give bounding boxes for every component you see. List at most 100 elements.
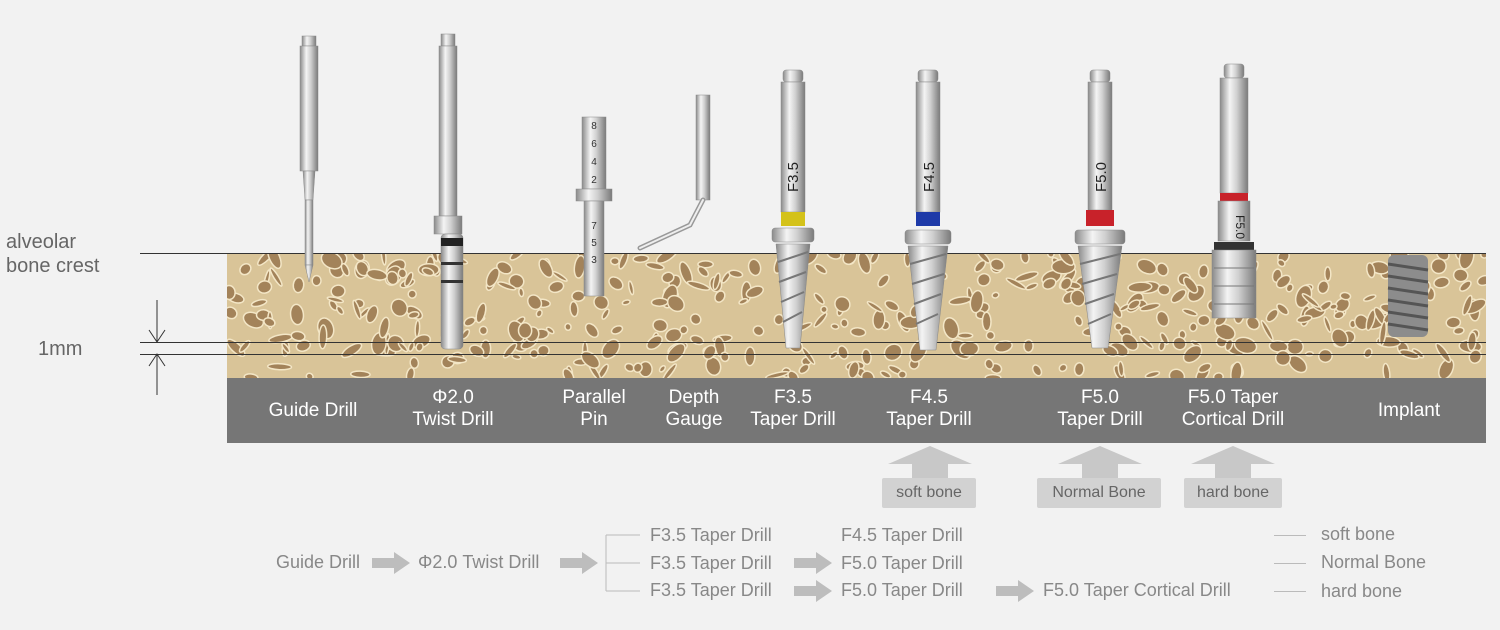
bone-pore bbox=[256, 280, 273, 294]
bone-pore bbox=[1159, 332, 1170, 346]
bone-pore bbox=[1197, 362, 1212, 374]
bone-pore bbox=[1042, 277, 1057, 290]
bone-pore bbox=[352, 299, 362, 320]
bone-pore bbox=[879, 370, 892, 378]
bone-pore bbox=[702, 344, 717, 360]
flow-bracket bbox=[605, 534, 640, 592]
flow-row1-step1: F3.5 Taper Drill bbox=[650, 525, 772, 545]
bone-pore bbox=[404, 271, 414, 287]
bone-pore bbox=[1074, 315, 1084, 327]
band-f35-color bbox=[781, 212, 805, 226]
band-f50-color bbox=[1086, 210, 1114, 226]
bone-pore bbox=[813, 292, 825, 305]
bone-pore bbox=[897, 370, 907, 378]
bone-pore bbox=[1058, 363, 1068, 373]
bone-pore bbox=[655, 253, 678, 264]
bone-pore bbox=[1172, 336, 1187, 351]
bone-pore bbox=[463, 316, 476, 327]
pin-mark: 4 bbox=[591, 157, 597, 168]
bone-pore bbox=[1430, 257, 1447, 275]
flow-row1-step2: F4.5 Taper Drill bbox=[841, 525, 963, 545]
bone-pore bbox=[1005, 277, 1027, 290]
bone-pore bbox=[747, 258, 762, 277]
bone-pore bbox=[1329, 303, 1338, 311]
bone-pore bbox=[973, 259, 987, 273]
bone-pore bbox=[1459, 280, 1472, 292]
legend-line-normal bbox=[1274, 563, 1306, 564]
bone-pore bbox=[349, 370, 371, 378]
bone-pore bbox=[355, 260, 370, 277]
bone-pore bbox=[1144, 370, 1161, 378]
svg-text:F5.0: F5.0 bbox=[1093, 162, 1110, 192]
bone-pore bbox=[538, 258, 554, 279]
flow-arrow-icon bbox=[996, 580, 1034, 602]
bone-pore bbox=[981, 311, 992, 332]
bone-pore bbox=[820, 305, 828, 314]
bone-pore bbox=[1445, 316, 1462, 329]
bone-pore bbox=[985, 330, 996, 341]
svg-text:F5.0: F5.0 bbox=[1233, 215, 1247, 239]
bone-pore bbox=[869, 253, 880, 265]
bone-pore bbox=[1117, 360, 1125, 377]
pin-mark: 7 bbox=[591, 221, 597, 232]
hard-bone-arrow-icon bbox=[1191, 446, 1275, 480]
bone-pore bbox=[1114, 322, 1123, 331]
bone-pore bbox=[942, 317, 960, 340]
bone-pore bbox=[984, 358, 995, 370]
legend-line-soft bbox=[1274, 535, 1306, 536]
f35-taper-drill-illustration: F3.5 bbox=[771, 69, 815, 349]
depth-line-bottom bbox=[140, 354, 1486, 355]
pin-mark: 6 bbox=[591, 139, 597, 150]
tool-label-guide-drill: Guide Drill bbox=[268, 400, 358, 421]
legend-normal-bone: Normal Bone bbox=[1321, 552, 1427, 572]
bone-pore bbox=[1031, 364, 1043, 377]
bone-pore bbox=[993, 340, 1013, 353]
bone-pore bbox=[597, 363, 609, 378]
bone-pore bbox=[834, 296, 851, 313]
pin-mark: 5 bbox=[591, 238, 597, 249]
pin-mark: 8 bbox=[591, 121, 597, 132]
bone-pore bbox=[883, 343, 903, 362]
bone-pore bbox=[518, 287, 525, 298]
bone-pore bbox=[1168, 368, 1186, 378]
bone-pore bbox=[1334, 297, 1351, 313]
guide-drill-illustration bbox=[299, 35, 319, 283]
bone-pore bbox=[593, 294, 610, 311]
bone-pore bbox=[976, 272, 991, 287]
legend-line-hard bbox=[1274, 591, 1306, 592]
bone-pore bbox=[652, 318, 669, 333]
depth-dimension-arrows bbox=[148, 300, 166, 395]
bone-pore bbox=[840, 318, 849, 328]
bone-pore bbox=[861, 348, 872, 366]
bone-pore bbox=[1333, 310, 1345, 320]
crest-line bbox=[140, 253, 1486, 254]
pin-marks: 8 6 4 2 bbox=[586, 118, 602, 190]
bone-pore bbox=[752, 325, 765, 337]
bone-pore bbox=[390, 298, 409, 318]
bone-pore bbox=[311, 274, 322, 287]
bone-pore bbox=[580, 350, 601, 369]
bone-pore bbox=[326, 296, 345, 304]
bone-pore bbox=[984, 373, 1002, 378]
bone-pore bbox=[798, 363, 810, 375]
bone-pore bbox=[1073, 361, 1085, 377]
depth-line-top bbox=[140, 342, 1486, 343]
bone-pore bbox=[1458, 253, 1475, 270]
depth-gauge-illustration bbox=[637, 94, 711, 251]
tool-label-bar bbox=[227, 378, 1486, 443]
bone-pore bbox=[697, 265, 710, 278]
bone-pore bbox=[712, 272, 721, 291]
bone-pore bbox=[830, 323, 840, 330]
bone-pore bbox=[814, 263, 828, 275]
band-f45-color bbox=[916, 212, 940, 226]
flow-row3-step1: F3.5 Taper Drill bbox=[650, 580, 772, 600]
bone-pore bbox=[1452, 326, 1465, 336]
tool-label-f50: F5.0 Taper Drill bbox=[1057, 387, 1143, 430]
flow-arrow-icon bbox=[560, 552, 598, 574]
svg-text:F3.5: F3.5 bbox=[785, 162, 802, 192]
bone-pore bbox=[1362, 294, 1377, 302]
bone-pore bbox=[569, 300, 579, 318]
bone-pore bbox=[661, 271, 675, 284]
bone-pore bbox=[991, 291, 1000, 299]
flow-row2-step2: F5.0 Taper Drill bbox=[841, 553, 963, 573]
